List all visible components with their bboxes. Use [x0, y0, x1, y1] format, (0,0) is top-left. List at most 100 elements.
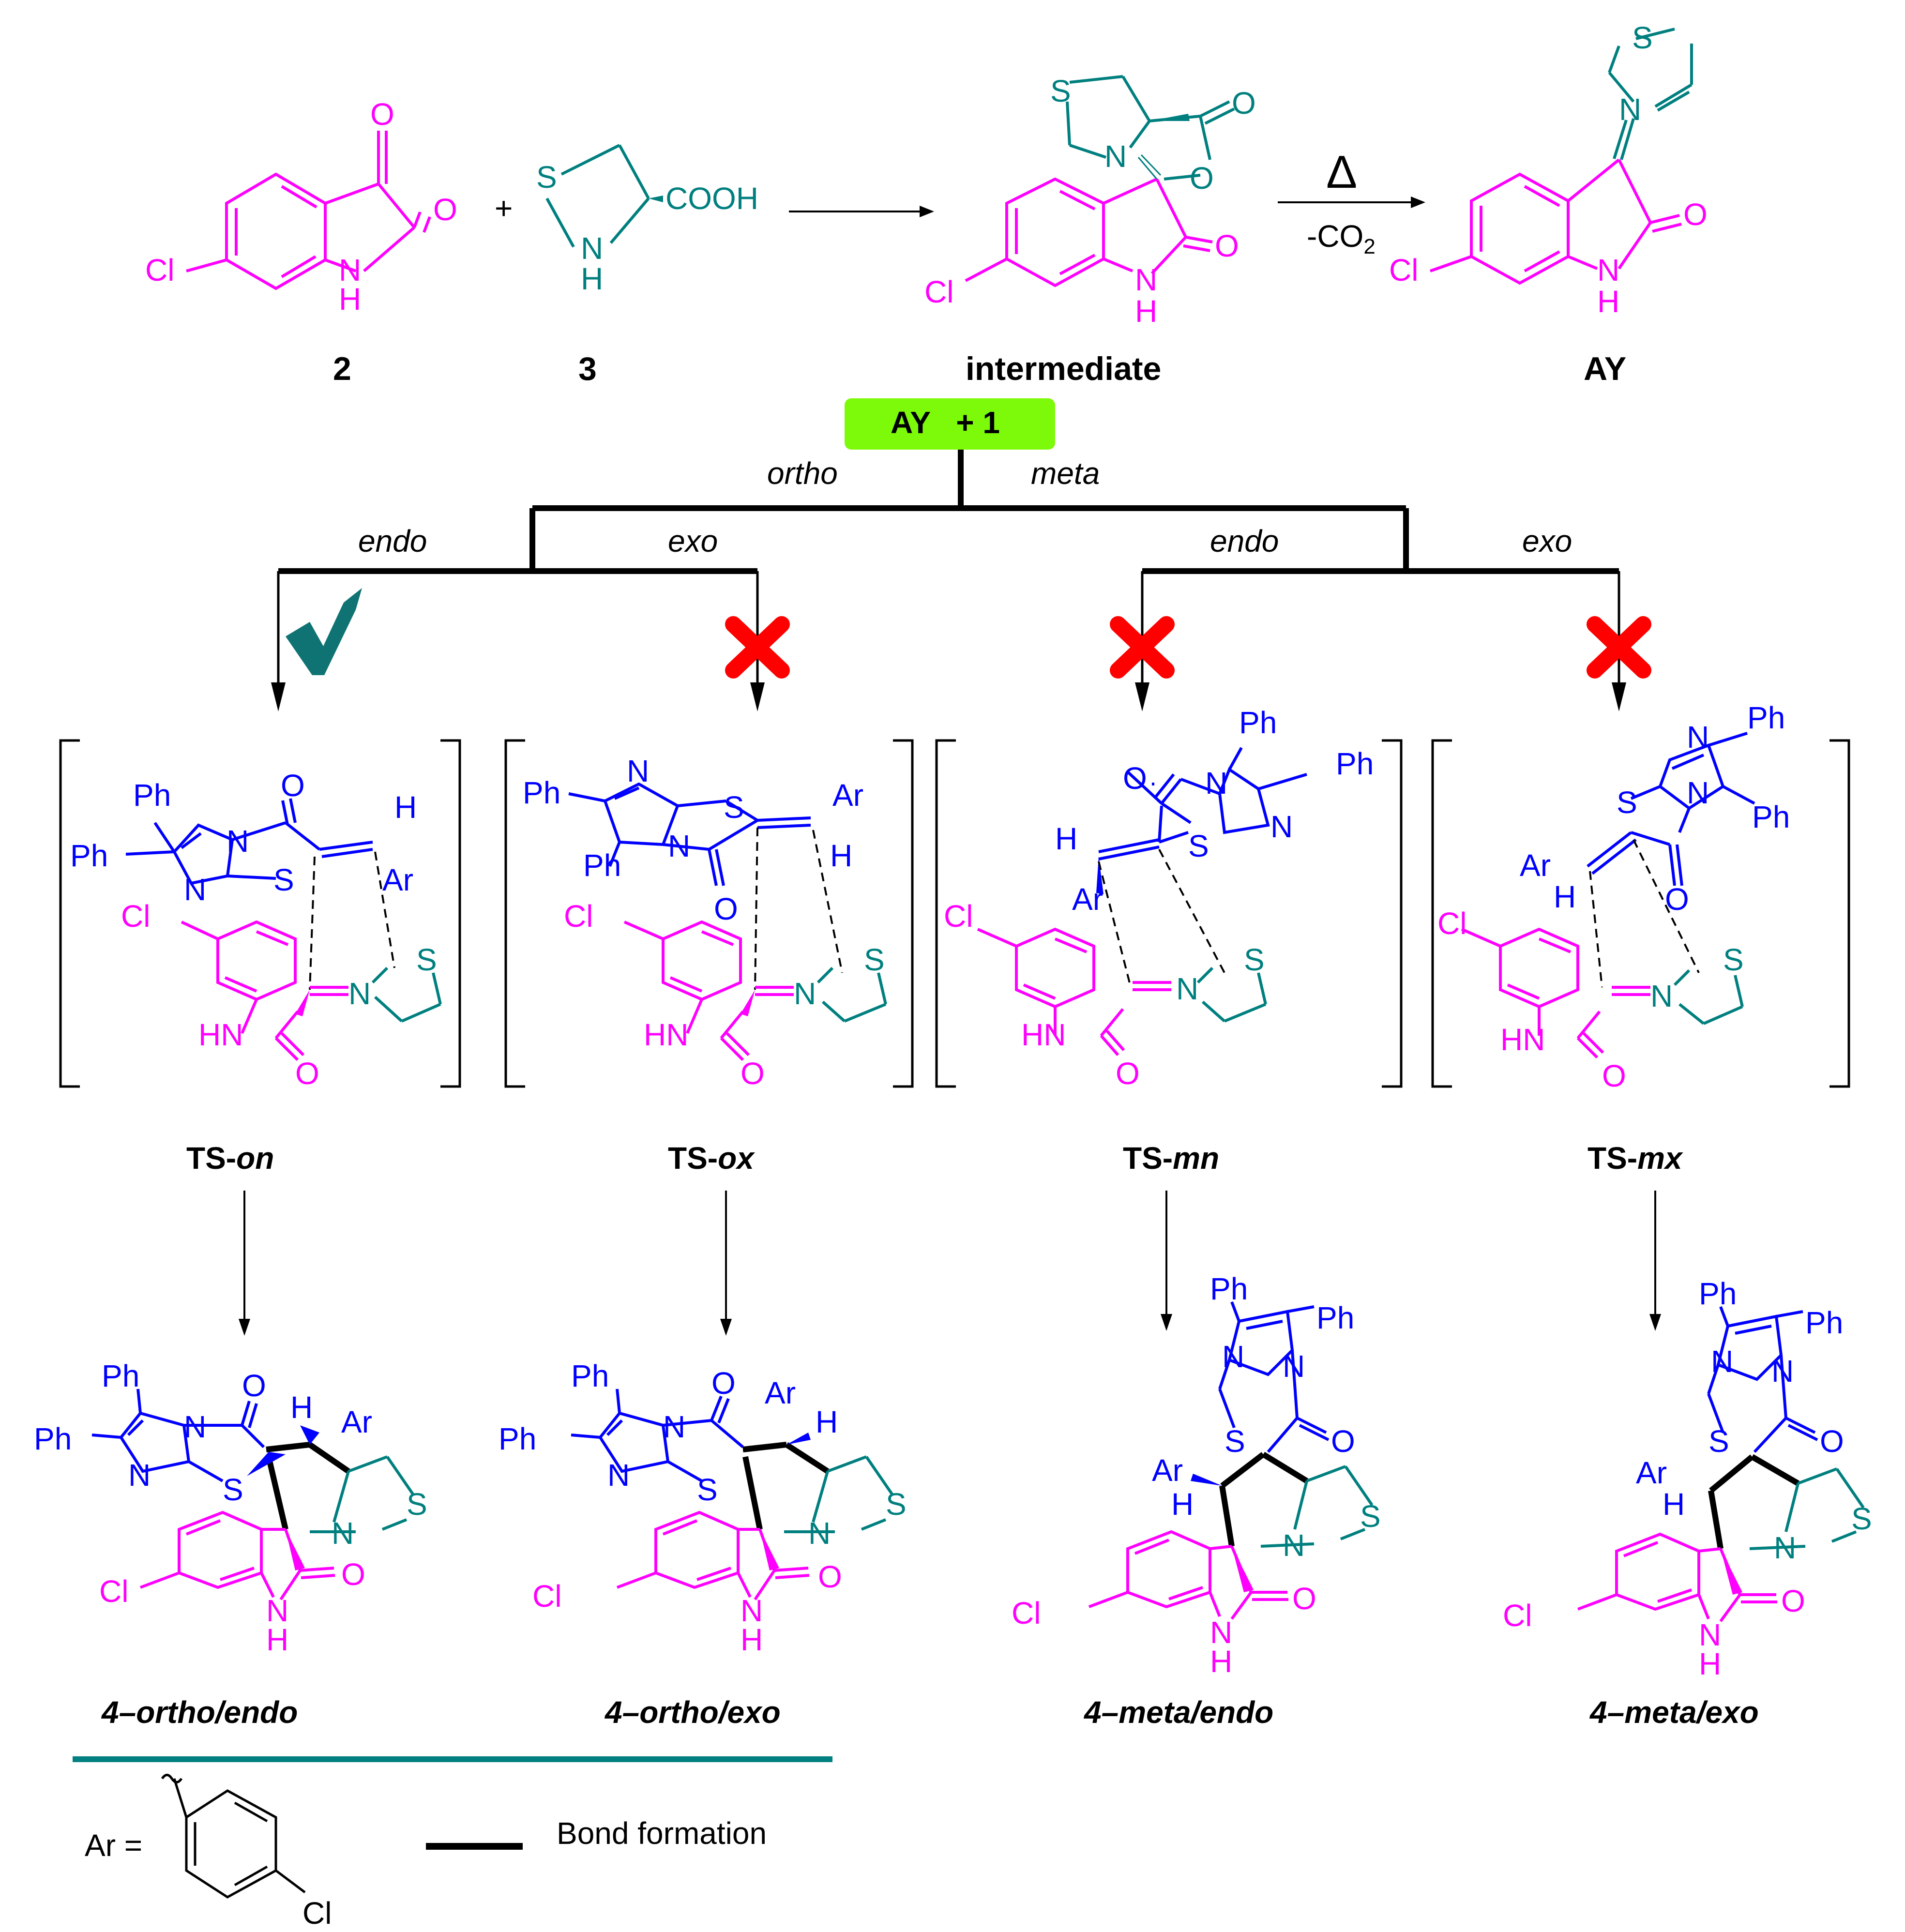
delta-symbol: Δ [1326, 146, 1357, 198]
atom-cl: Cl [1503, 1598, 1532, 1633]
atom-h: H [1135, 294, 1157, 329]
atom-n: N [227, 824, 249, 859]
compound-label-3: 3 [578, 350, 597, 387]
atom-n: N [339, 253, 361, 287]
atom-n: N [808, 1516, 831, 1551]
reactants-box-label: AY + 1 [891, 405, 1000, 440]
atom-s: S [1225, 1424, 1245, 1459]
atom-n: N [794, 976, 816, 1011]
atom-s: S [1360, 1499, 1381, 1534]
atom-cl: Cl [924, 274, 953, 309]
ortho-label: ortho [767, 456, 838, 491]
atom-s: S [407, 1487, 427, 1522]
atom-s: S [1723, 942, 1744, 977]
atom-ph: Ph [571, 1358, 609, 1393]
atom-n: N [184, 1409, 206, 1444]
meta-label: meta [1031, 456, 1100, 491]
atom-s: S [1851, 1501, 1872, 1536]
atom-n: N [663, 1409, 685, 1444]
cross-icon [1110, 616, 1175, 679]
reactants-box [845, 398, 1055, 450]
atom-n: N [741, 1593, 763, 1628]
atom-o: O [1116, 1056, 1140, 1091]
compound-label-intermediate: intermediate [966, 350, 1161, 387]
endo-label-right: endo [1210, 524, 1279, 558]
atom-ar: Ar [1152, 1453, 1183, 1488]
atom-o: O [1331, 1424, 1355, 1459]
atom-ar: Ar [1520, 848, 1551, 883]
reaction-arrow [789, 206, 934, 217]
atom-cl: Cl [944, 899, 973, 934]
product-arrows [239, 1191, 1661, 1336]
atom-s: S [864, 942, 885, 977]
atom-o: O [295, 1056, 319, 1091]
atom-s: S [724, 790, 744, 825]
atom-o: O [1820, 1424, 1844, 1459]
plus-sign: + [495, 191, 513, 226]
atom-n: N [1650, 979, 1673, 1013]
atom-o: O [1123, 761, 1147, 796]
atom-o: O [1292, 1581, 1316, 1616]
product-ortho-endo-structure: Ph Ph N O N S H Ar N S Cl N H O [34, 1358, 427, 1657]
product-label: 4–ortho/exo [604, 1695, 781, 1730]
atom-ar: Ar [382, 862, 413, 897]
atom-s: S [1632, 20, 1653, 55]
atom-cl: Cl [99, 1574, 128, 1609]
compound-3 [545, 144, 650, 248]
compound-2 [186, 131, 431, 290]
endo-label-left: endo [358, 524, 427, 558]
product-label: 4–meta/exo [1589, 1695, 1759, 1730]
ts-label: TS-mx [1588, 1141, 1683, 1176]
atom-h: H [1663, 1487, 1685, 1522]
atom-hn: HN [1021, 1017, 1066, 1052]
ts-on-structure: Ph Ph O N N S H Ar Cl N S HN O [70, 768, 442, 1091]
atom-ph: Ph [102, 1358, 139, 1393]
intermediate-structure: S N O O O N H Cl [924, 74, 1256, 329]
atom-ph: Ph [499, 1421, 536, 1456]
atom-h: H [1171, 1487, 1194, 1522]
atom-o: O [1190, 161, 1214, 196]
atom-ph: Ph [1316, 1300, 1354, 1335]
atom-h: H [1554, 879, 1576, 914]
atom-cl: Cl [145, 253, 174, 287]
atom-ph: Ph [1699, 1276, 1737, 1311]
atom-o: O [711, 1366, 736, 1401]
atom-n: N [184, 872, 206, 907]
exo-label-left: exo [668, 524, 718, 558]
atom-n: N [1283, 1528, 1305, 1563]
atom-s: S [697, 1472, 718, 1507]
product-meta-exo-structure: Ph Ph N N S O Ar H N S Cl N H O [1503, 1276, 1872, 1681]
atom-n: N [1699, 1617, 1721, 1652]
atom-h: H [1699, 1646, 1721, 1681]
atom-o: O [281, 768, 305, 803]
atom-ph: Ph [70, 838, 108, 873]
atom-ar: Ar [832, 778, 863, 813]
cross-icon [1587, 616, 1651, 679]
atom-h: H [394, 790, 417, 825]
atom-o: O [370, 97, 394, 132]
atom-ph: Ph [1239, 705, 1277, 740]
atom-o: O [433, 192, 457, 227]
atom-n: N [1687, 775, 1709, 810]
atom-o: O [1232, 86, 1256, 121]
atom-n: N [1135, 262, 1157, 297]
atom-hn: HN [644, 1017, 688, 1052]
atom-n: N [1771, 1354, 1794, 1389]
atom-hn: HN [1500, 1022, 1545, 1057]
atom-s: S [1708, 1424, 1729, 1459]
atom-cl: Cl [121, 899, 150, 934]
atom-o: O [1683, 197, 1708, 232]
atom-n: N [1210, 1615, 1232, 1650]
atom-h: H [266, 1622, 288, 1657]
bond-legend: Bond formation [426, 1816, 767, 1851]
atom-o: O [818, 1559, 842, 1594]
atom-ph: Ph [133, 778, 171, 813]
atom-s: S [1617, 785, 1637, 820]
decision-tree: AY + 1 ortho meta endo exo endo [271, 398, 1651, 711]
atom-cl: Cl [532, 1579, 561, 1614]
product-label: 4–meta/endo [1083, 1695, 1273, 1730]
atom-n: N [1205, 766, 1227, 800]
ts-mn-structure: Ph Ph O N N S H Ar Cl N S HN O [944, 705, 1374, 1091]
compound-label-2: 2 [333, 350, 351, 387]
